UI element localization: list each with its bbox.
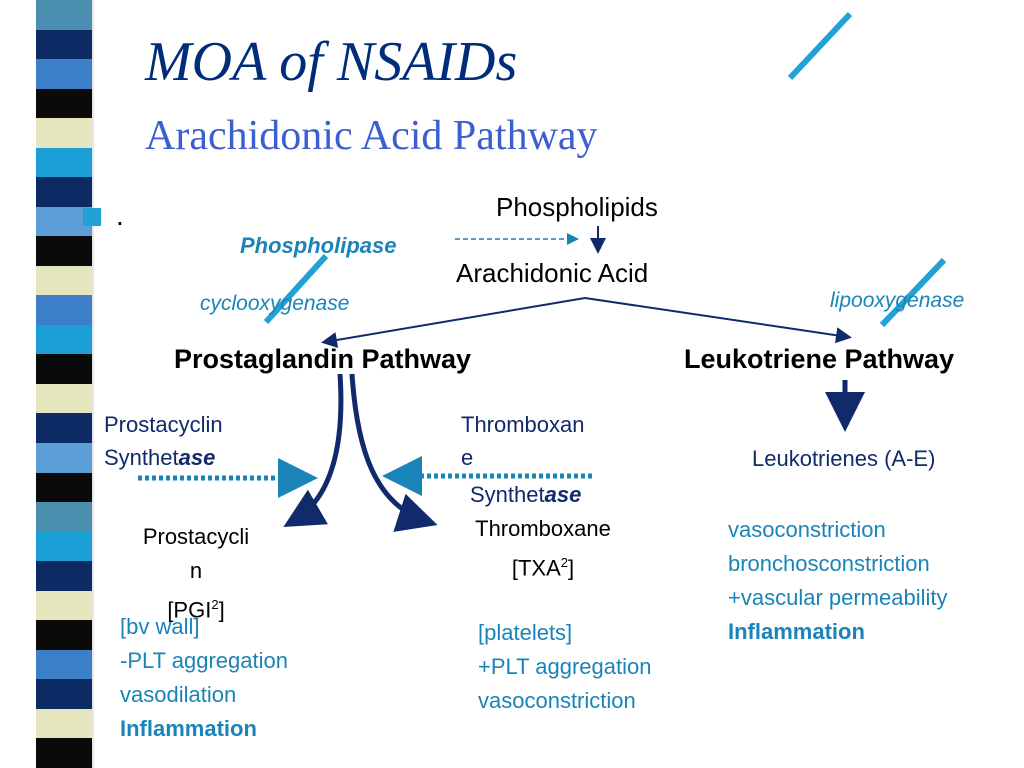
txa-text: [TXA [511, 555, 561, 581]
stripe-band [36, 295, 94, 325]
pgi2-label: [PGI2] [124, 588, 268, 627]
phospholipids-label: Phospholipids [496, 192, 658, 222]
synthet-text: Synthet [104, 445, 179, 470]
effect-item: +vascular permeability [728, 585, 948, 610]
txa-sup: 2 [560, 555, 568, 570]
arrow-to-leukotriene [584, 297, 852, 344]
decorative-slash-top [787, 11, 853, 81]
stripe-band [36, 679, 94, 709]
synthet-text: Synthet [470, 482, 545, 507]
stripe-band [36, 383, 94, 414]
thromboxane-effects: [platelets] +PLT aggregation vasoconstri… [478, 616, 652, 718]
prostacyclin-effects: [bv wall] -PLT aggregation vasodilation … [120, 610, 288, 746]
stripe-band [36, 442, 94, 473]
stripe-band [36, 620, 94, 650]
prostacyclin-synthetase-label: Prostacyclin Synthetase [104, 408, 223, 474]
effect-item-emphasis: Inflammation [120, 716, 257, 741]
stripe-band [36, 561, 94, 591]
stripe-band [36, 531, 94, 562]
txa2-label: [TXA2] [452, 546, 634, 585]
lipooxygenase-label: lipooxygenase [830, 289, 965, 312]
prostacyclin-synthetase-line2: Synthetase [104, 441, 223, 474]
stripe-band [36, 147, 94, 178]
thromboxane-synthetase-line1: Thromboxan [461, 412, 585, 437]
effect-item-emphasis: Inflammation [728, 619, 865, 644]
thromboxane-line1: Thromboxane [475, 516, 611, 541]
effect-item: -PLT aggregation [120, 648, 288, 673]
phospholipase-label: Phospholipase [240, 233, 397, 258]
slide-title: MOA of NSAIDs [145, 31, 518, 93]
prostacyclin-line2: n [189, 558, 203, 583]
leukotrienes-label: Leukotrienes (A-E) [752, 446, 936, 471]
prostaglandin-pathway-label: Prostaglandin Pathway [174, 344, 472, 374]
stripe-band [36, 738, 94, 768]
pgi-text: [PGI [167, 597, 212, 623]
thromboxane-synthetase-label: Thromboxan e [461, 408, 585, 474]
stripe-band [36, 177, 94, 207]
pgi-close: ] [218, 597, 225, 623]
ase-text: ase [544, 482, 582, 507]
stripe-edge [92, 0, 94, 768]
effect-item: [platelets] [478, 620, 573, 645]
stripe-band [36, 649, 94, 680]
bullet-text: . [116, 200, 124, 231]
stripe-band [36, 118, 94, 148]
stripe-band [36, 708, 94, 739]
pgi-sup: 2 [211, 597, 219, 612]
leukotriene-pathway-label: Leukotriene Pathway [684, 344, 955, 374]
stripe-band [36, 29, 94, 60]
effect-item: +PLT aggregation [478, 654, 652, 679]
prostacyclin-line1: Prostacycli [142, 524, 250, 549]
stripe-band [36, 590, 94, 621]
stripe-band [36, 324, 94, 355]
arrow-to-prostacyclin [283, 373, 344, 528]
thromboxane-product: Thromboxane [TXA2] [452, 512, 634, 585]
stripe-band [36, 265, 94, 296]
thromboxane-synthet-label: Synthetase [470, 478, 581, 511]
effect-item: vasodilation [120, 682, 237, 707]
stripe-band [36, 472, 94, 503]
thromboxane-synthetase-line2: e [461, 445, 474, 470]
cox-inhibition-slash [263, 253, 329, 325]
prostacyclin-synthetase-line1: Prostacyclin [104, 412, 223, 437]
effect-item: bronchosconstriction [728, 551, 930, 576]
effect-item: [bv wall] [120, 614, 200, 639]
stripe-band [36, 502, 94, 532]
slide-subtitle: Arachidonic Acid Pathway [145, 113, 598, 159]
arrow-to-prostaglandin [321, 297, 586, 348]
stripe-band [36, 88, 94, 119]
ase-text: ase [178, 445, 216, 470]
effect-item: vasoconstriction [728, 517, 886, 542]
cyclooxygenase-label: cyclooxygenase [200, 292, 350, 315]
stripe-band [36, 236, 94, 266]
stripe-band [36, 59, 94, 89]
prostacyclin-product: Prostacycli n [PGI2] [124, 520, 268, 627]
leukotriene-effects: vasoconstriction bronchosconstriction +v… [728, 513, 947, 649]
lox-inhibition-slash [879, 257, 947, 328]
bullet-square-icon [83, 208, 101, 226]
txa-close: ] [568, 555, 575, 581]
stripe-band [36, 354, 94, 384]
arrow-to-thromboxane [349, 373, 438, 532]
arachidonic-acid-label: Arachidonic Acid [456, 258, 649, 288]
decorative-stripe-bar [36, 0, 94, 768]
stripe-band [36, 0, 94, 30]
stripe-band [36, 413, 94, 443]
effect-item: vasoconstriction [478, 688, 636, 713]
